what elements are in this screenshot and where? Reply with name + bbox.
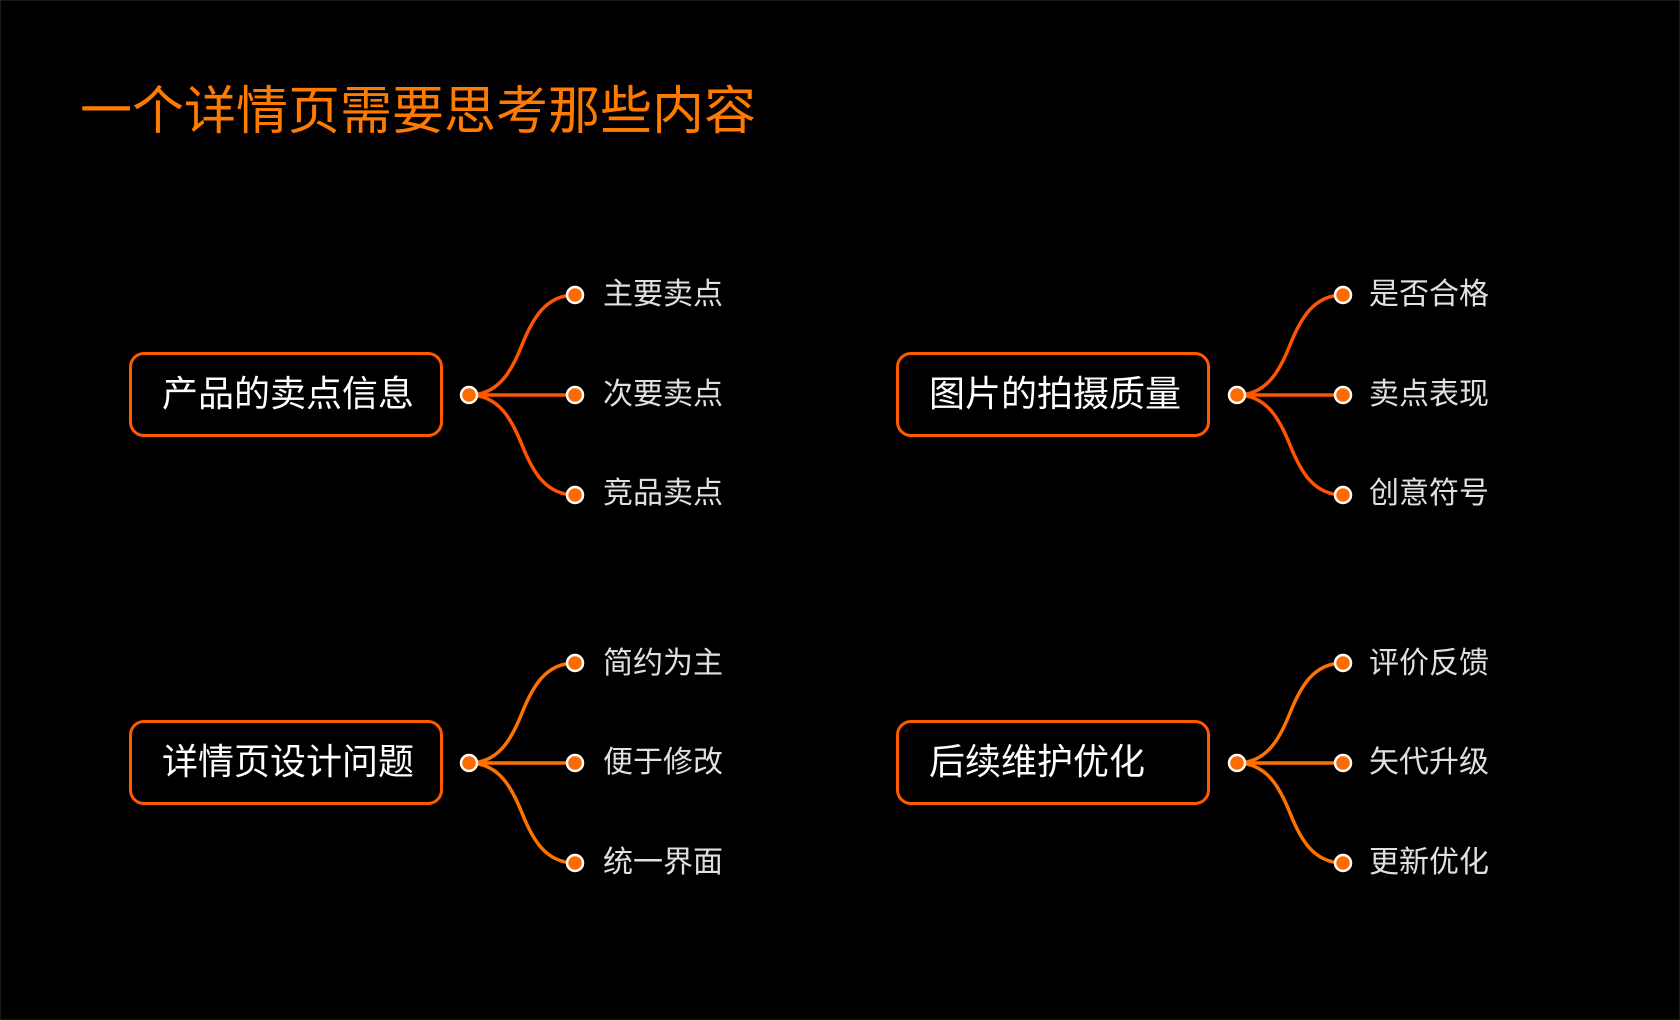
leaf-label: 次要卖点	[603, 377, 723, 412]
topic-box-design-issues[interactable]: 详情页设计问题	[129, 720, 443, 805]
slide-title: 一个详情页需要思考那些内容	[80, 82, 757, 142]
topic-label: 后续维护优化	[929, 742, 1146, 783]
topic-box-photo-quality[interactable]: 图片的拍摄质量	[896, 352, 1210, 437]
leaf-label: 卖点表现	[1369, 377, 1489, 412]
topic-label: 图片的拍摄质量	[929, 374, 1182, 415]
leaf-label: 便于修改	[603, 745, 723, 780]
leaf-label: 矢代升级	[1369, 745, 1489, 780]
leaf-label: 简约为主	[603, 646, 723, 681]
leaf-label: 是否合格	[1369, 277, 1489, 312]
leaf-label: 创意符号	[1369, 476, 1489, 511]
leaf-label: 主要卖点	[603, 277, 723, 312]
leaf-label: 竞品卖点	[603, 476, 723, 511]
leaf-label: 评价反馈	[1369, 646, 1489, 681]
topic-box-product-selling-points[interactable]: 产品的卖点信息	[129, 352, 443, 437]
topic-label: 产品的卖点信息	[162, 374, 415, 415]
topic-box-maintenance[interactable]: 后续维护优化	[896, 720, 1210, 805]
leaf-label: 统一界面	[603, 845, 723, 880]
topic-label: 详情页设计问题	[162, 742, 415, 783]
leaf-label: 更新优化	[1369, 845, 1489, 880]
